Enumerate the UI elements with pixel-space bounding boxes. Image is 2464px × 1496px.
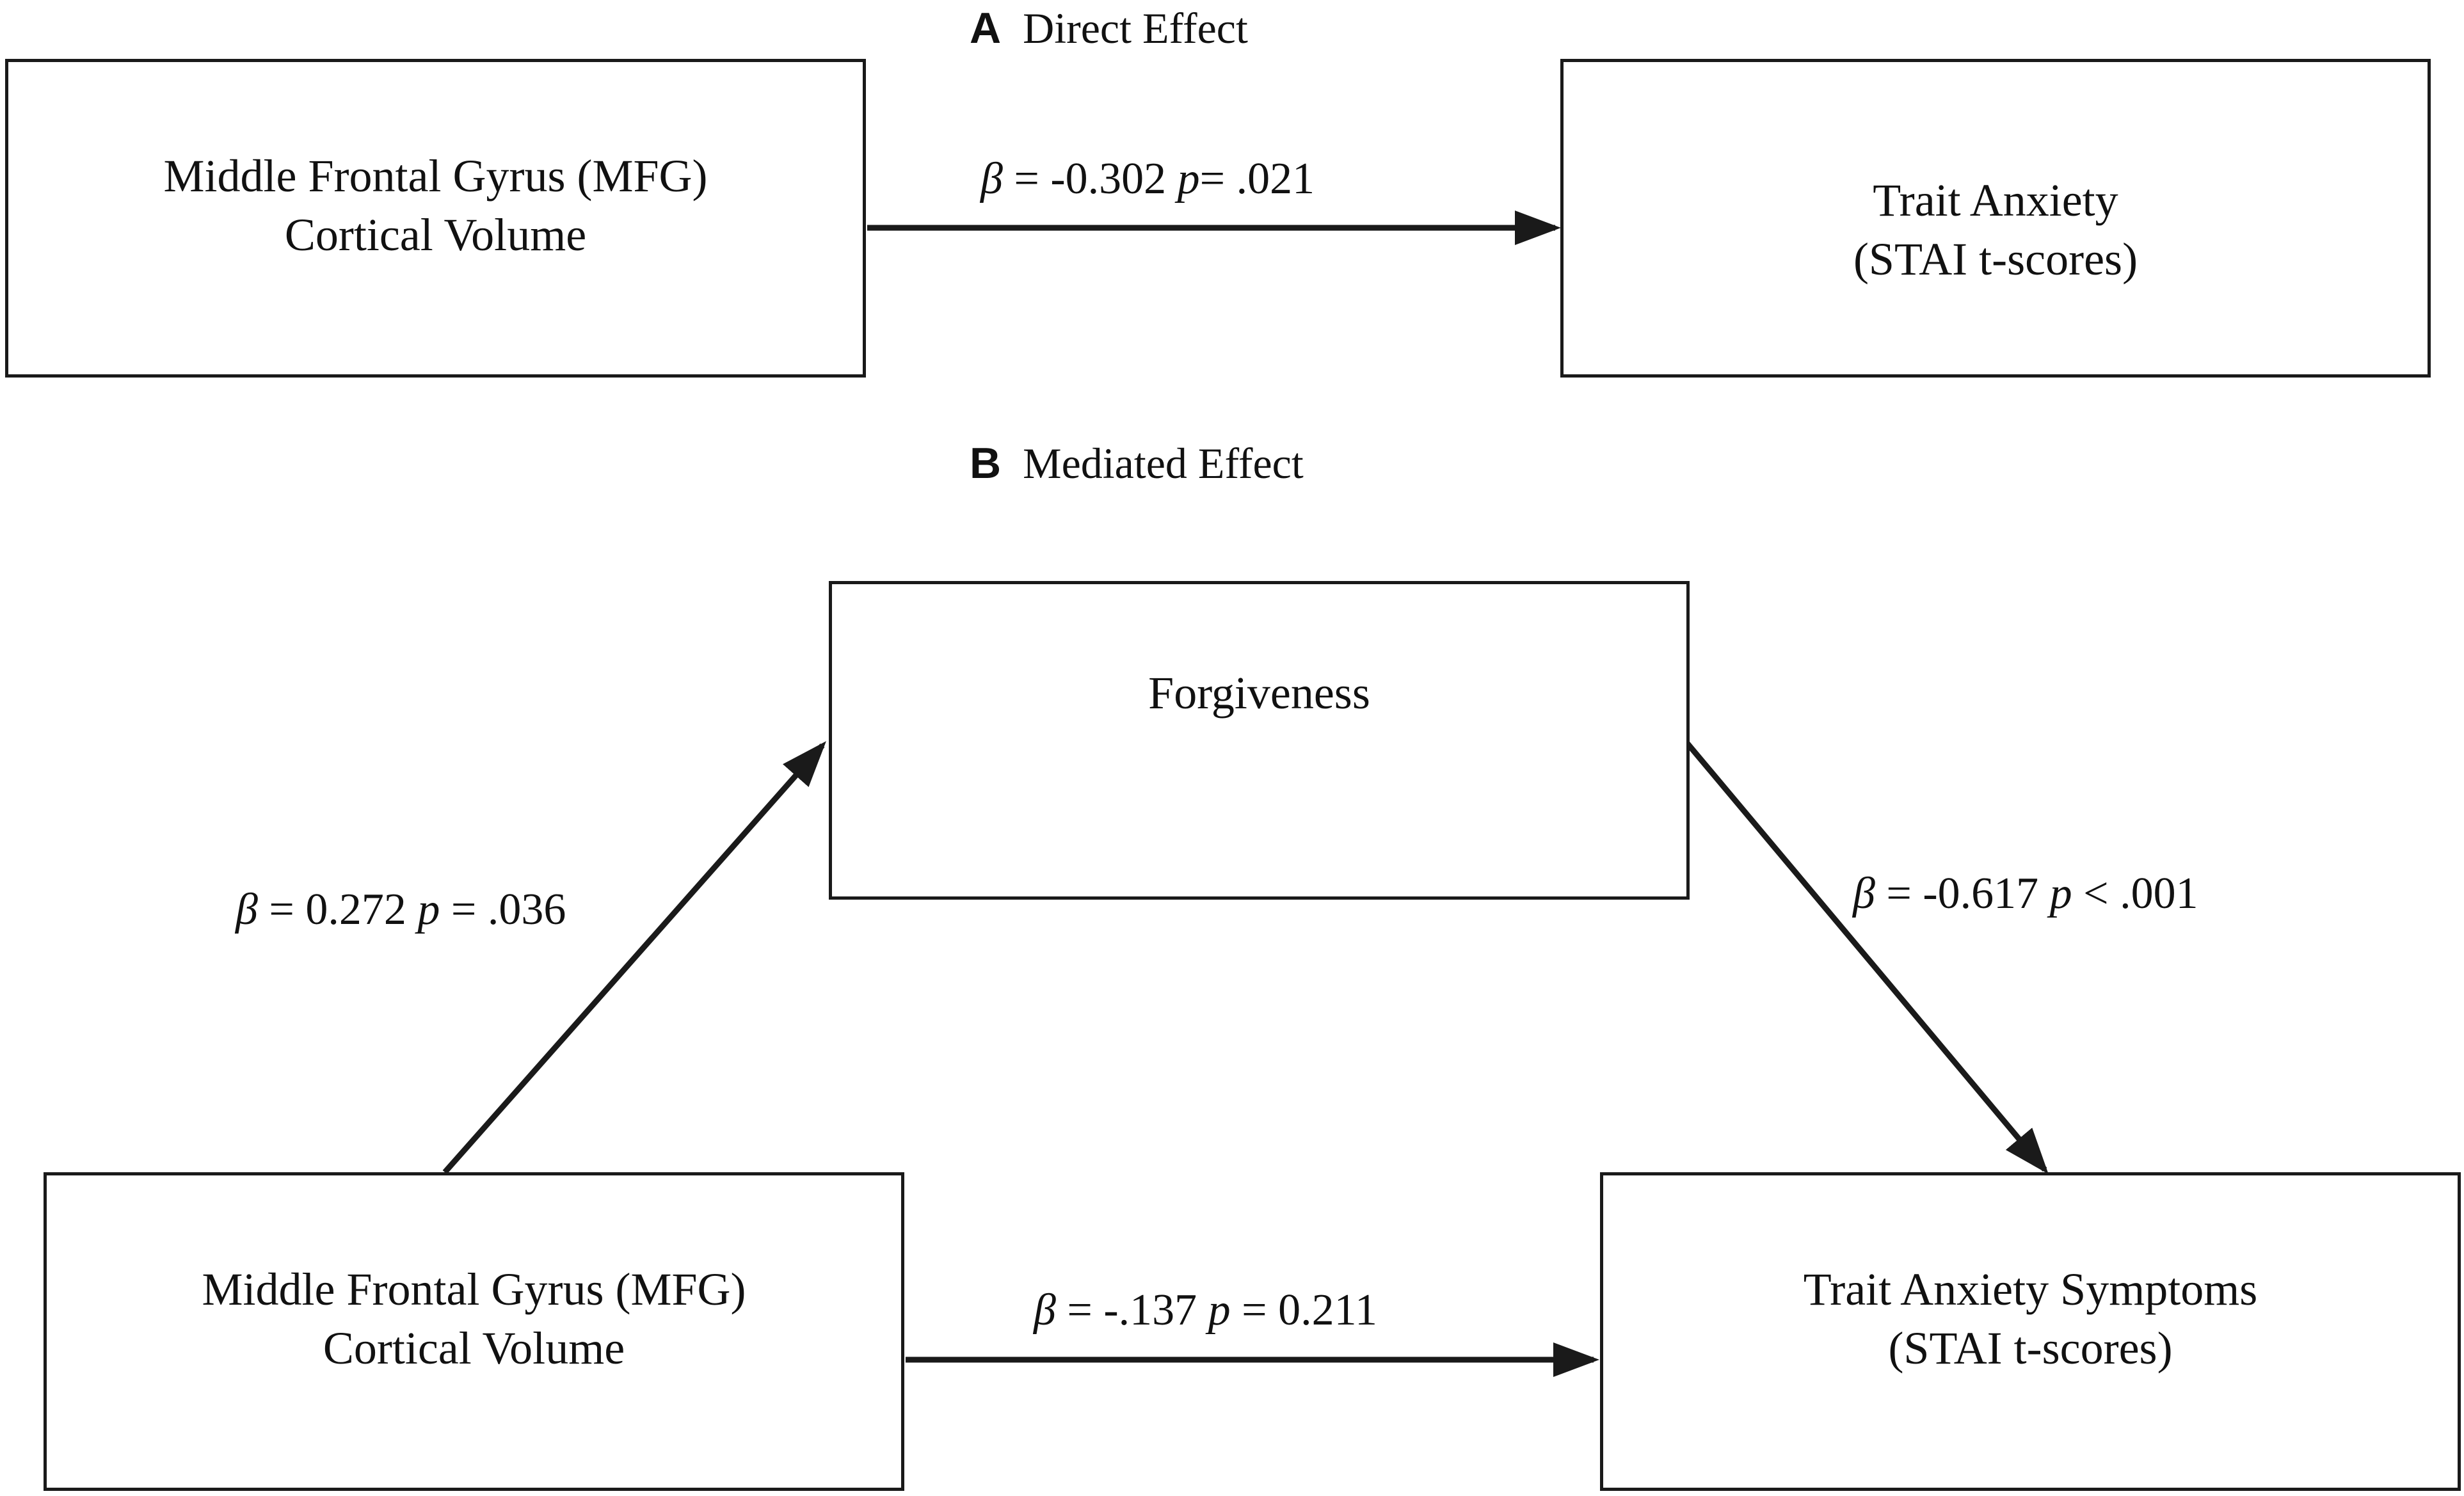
beta-value: = 0.272 <box>257 885 418 934</box>
panel-b-title: B Mediated Effect <box>970 442 1304 485</box>
p-value: = 0.211 <box>1230 1285 1378 1335</box>
arrow-forgiveness-to-anxiety <box>1684 740 2049 1174</box>
panel-b-predictor-label: Middle Frontal Gyrus (MFG) Cortical Volu… <box>47 1260 901 1378</box>
panel-b-outcome-box: Trait Anxiety Symptoms (STAI t-scores) <box>1600 1172 2461 1491</box>
panel-b-predictor-line1: Middle Frontal Gyrus (MFG) <box>202 1264 746 1315</box>
panel-a-predictor-box: Middle Frontal Gyrus (MFG) Cortical Volu… <box>5 59 866 378</box>
p-value: = .021 <box>1199 154 1315 203</box>
panel-a-letter: A <box>970 4 1002 52</box>
panel-b-mediator-box: Forgiveness <box>829 581 1690 900</box>
p-symbol: p <box>1208 1285 1231 1335</box>
panel-b-mediator-line1: Forgiveness <box>1148 667 1370 719</box>
beta-value: = -0.302 <box>1002 154 1178 203</box>
panel-b-outcome-line2: (STAI t-scores) <box>1888 1323 2173 1374</box>
panel-b-predictor-line2: Cortical Volume <box>323 1323 625 1374</box>
beta-symbol: β <box>1034 1285 1056 1335</box>
panel-a-title: A Direct Effect <box>970 6 1248 50</box>
panel-a-outcome-line1: Trait Anxiety <box>1873 175 2118 226</box>
panel-b-path-b-coefficient: β = -0.617 p < .001 <box>1853 871 2198 916</box>
panel-a-path-c-coefficient: β = -0.302 p= .021 <box>980 157 1315 202</box>
panel-b-outcome-label: Trait Anxiety Symptoms (STAI t-scores) <box>1603 1260 2458 1378</box>
beta-symbol: β <box>1853 869 1875 918</box>
panel-a-outcome-label: Trait Anxiety (STAI t-scores) <box>1564 171 2428 289</box>
panel-b-predictor-box: Middle Frontal Gyrus (MFG) Cortical Volu… <box>44 1172 904 1491</box>
p-value: < .001 <box>2072 869 2198 918</box>
beta-value: = -.137 <box>1055 1285 1208 1335</box>
arrow-mfg-to-forgiveness <box>442 741 826 1174</box>
panel-a-outcome-box: Trait Anxiety (STAI t-scores) <box>1560 59 2431 378</box>
p-symbol: p <box>1177 154 1200 203</box>
p-value: = .036 <box>440 885 566 934</box>
beta-symbol: β <box>236 885 258 934</box>
panel-a-predictor-line1: Middle Frontal Gyrus (MFG) <box>163 150 708 202</box>
panel-b-path-a-coefficient: β = 0.272 p = .036 <box>236 887 566 932</box>
panel-b-path-c-prime-coefficient: β = -.137 p = 0.211 <box>1034 1288 1377 1333</box>
beta-value: = -0.617 <box>1875 869 2050 918</box>
panel-b-mediator-label: Forgiveness <box>832 664 1686 722</box>
panel-b-letter: B <box>970 439 1002 488</box>
beta-symbol: β <box>980 154 1003 203</box>
panel-b-outcome-line1: Trait Anxiety Symptoms <box>1803 1264 2258 1315</box>
panel-b-title-text: Mediated Effect <box>1023 439 1304 488</box>
p-symbol: p <box>2049 869 2072 918</box>
panel-a-predictor-label: Middle Frontal Gyrus (MFG) Cortical Volu… <box>8 147 863 264</box>
panel-a-predictor-line2: Cortical Volume <box>284 209 587 260</box>
p-symbol: p <box>417 885 440 934</box>
panel-a-outcome-line2: (STAI t-scores) <box>1853 234 2138 285</box>
panel-a-title-text: Direct Effect <box>1023 4 1248 52</box>
